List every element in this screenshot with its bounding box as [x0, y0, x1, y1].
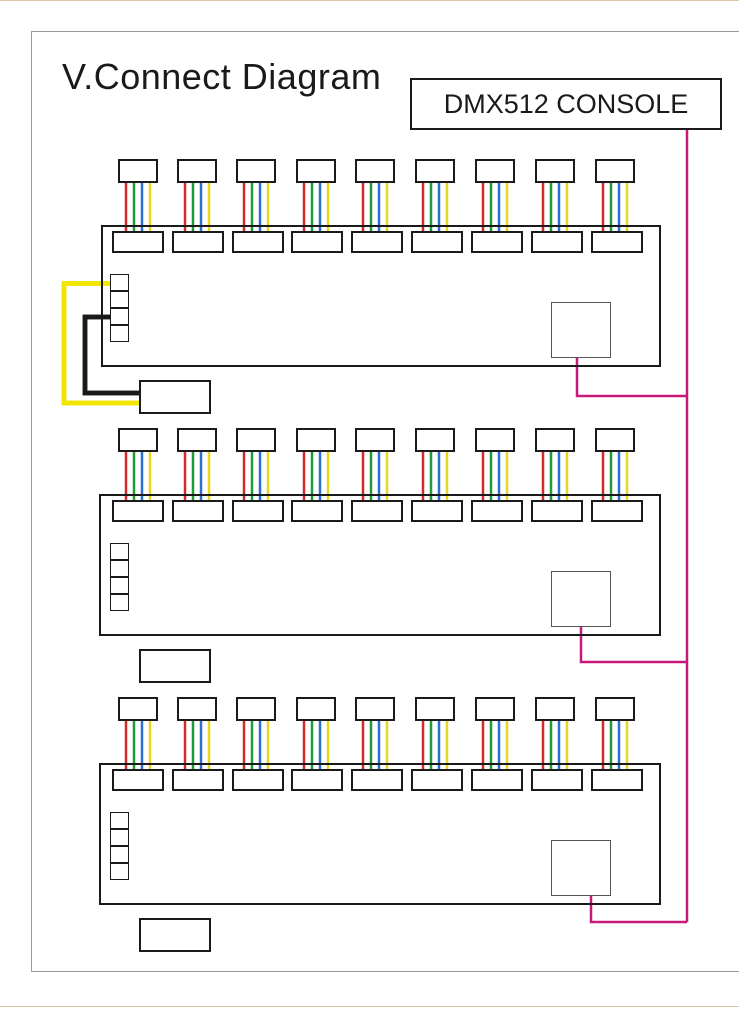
output-port-2: [172, 231, 224, 253]
output-port-5: [351, 500, 403, 522]
dmx-signal-wire: [579, 627, 687, 664]
output-port-9: [591, 500, 643, 522]
page-edge-top: [0, 0, 739, 1]
power-terminal-3: [110, 308, 129, 325]
output-port-8: [531, 231, 583, 253]
led-box: [475, 159, 515, 183]
power-supply: [139, 649, 211, 683]
led-box: [415, 697, 455, 721]
led-box: [415, 428, 455, 452]
led-box: [296, 697, 336, 721]
output-port-8: [531, 769, 583, 791]
dmx-signal-wire: [575, 358, 687, 398]
led-box: [415, 159, 455, 183]
output-port-4: [291, 769, 343, 791]
led-box: [595, 159, 635, 183]
led-box: [296, 159, 336, 183]
led-box: [535, 159, 575, 183]
led-box: [475, 697, 515, 721]
power-terminal-3: [110, 577, 129, 594]
diagram-title: V.Connect Diagram: [62, 56, 382, 97]
diagram-frame: [31, 31, 739, 972]
power-terminal-3: [110, 846, 129, 863]
output-port-5: [351, 231, 403, 253]
power-terminal-1: [110, 812, 129, 829]
output-port-6: [411, 231, 463, 253]
output-port-2: [172, 500, 224, 522]
led-box: [355, 159, 395, 183]
output-port-1: [112, 500, 164, 522]
output-port-2: [172, 769, 224, 791]
output-port-8: [531, 500, 583, 522]
page-edge-bottom: [0, 1006, 739, 1007]
output-port-7: [471, 769, 523, 791]
dmx512-decoder: [551, 302, 611, 358]
led-box: [355, 697, 395, 721]
output-port-1: [112, 231, 164, 253]
output-port-5: [351, 769, 403, 791]
output-port-3: [232, 231, 284, 253]
output-port-3: [232, 500, 284, 522]
led-box: [475, 428, 515, 452]
output-port-7: [471, 500, 523, 522]
power-negative-wire: [82, 314, 140, 396]
dmx512-console: DMX512 CONSOLE: [410, 78, 722, 130]
power-terminal-1: [110, 543, 129, 560]
dmx512-decoder: [551, 840, 611, 896]
led-box: [236, 697, 276, 721]
led-box: [177, 428, 217, 452]
led-box: [535, 697, 575, 721]
led-box: [177, 697, 217, 721]
led-box: [236, 428, 276, 452]
output-port-3: [232, 769, 284, 791]
led-box: [177, 159, 217, 183]
power-supply: [139, 380, 211, 414]
power-terminal-2: [110, 291, 129, 308]
controller-body: [99, 494, 661, 636]
controller-body: [101, 225, 661, 367]
dmx512-decoder: [551, 571, 611, 627]
led-box: [118, 428, 158, 452]
output-port-4: [291, 231, 343, 253]
output-port-9: [591, 769, 643, 791]
power-terminal-4: [110, 863, 129, 880]
led-box: [118, 697, 158, 721]
led-box: [595, 697, 635, 721]
power-terminal-2: [110, 560, 129, 577]
led-box: [535, 428, 575, 452]
output-port-6: [411, 769, 463, 791]
output-port-4: [291, 500, 343, 522]
led-box: [236, 159, 276, 183]
power-terminal-4: [110, 325, 129, 342]
led-box: [595, 428, 635, 452]
output-port-1: [112, 769, 164, 791]
output-port-6: [411, 500, 463, 522]
power-supply: [139, 918, 211, 952]
led-box: [296, 428, 336, 452]
output-port-7: [471, 231, 523, 253]
power-positive-wire: [61, 281, 140, 406]
controller-body: [99, 763, 661, 905]
led-box: [118, 159, 158, 183]
power-terminal-1: [110, 274, 129, 291]
power-terminal-4: [110, 594, 129, 611]
output-port-9: [591, 231, 643, 253]
led-box: [355, 428, 395, 452]
power-terminal-2: [110, 829, 129, 846]
